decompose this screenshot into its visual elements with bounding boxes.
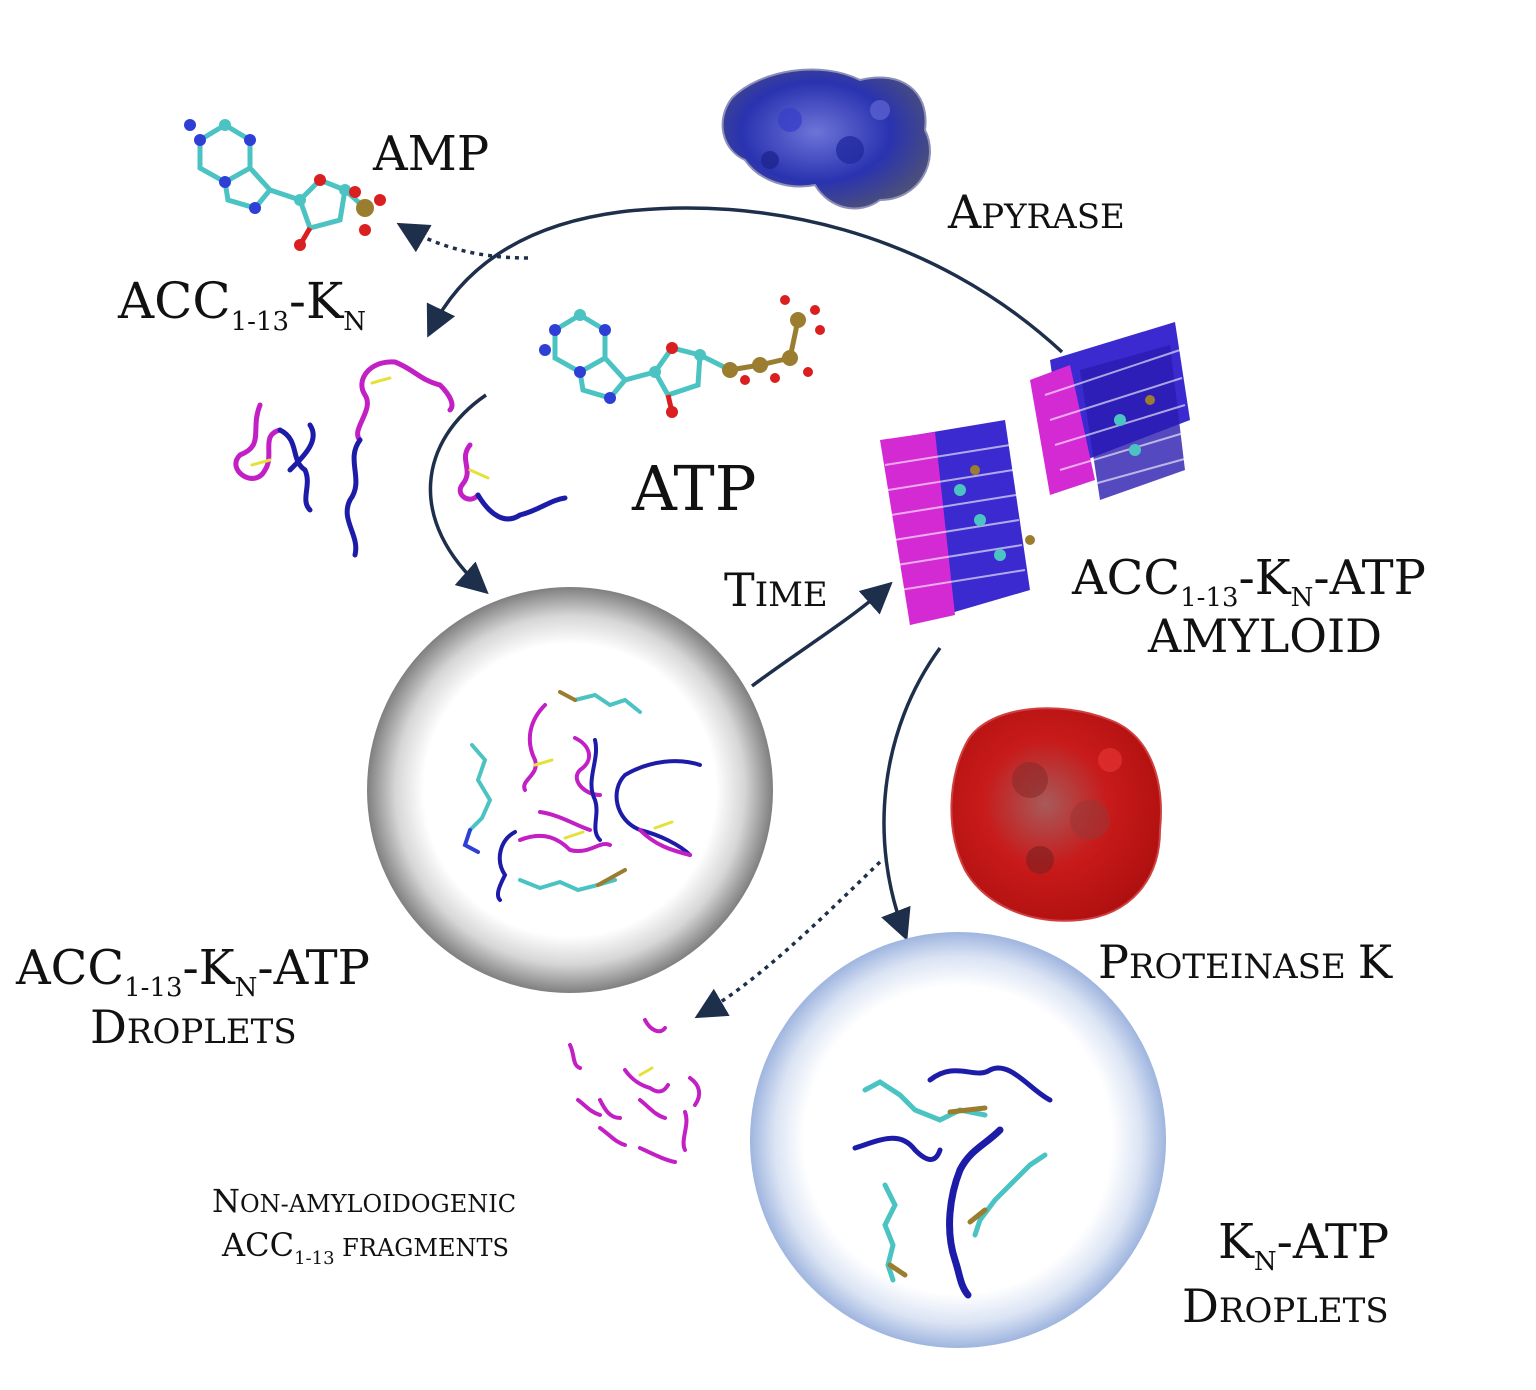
time-aging-arrow (750, 581, 893, 688)
amyloid-label-line2: AMYLOID (1147, 609, 1382, 663)
acc-droplets-label-line2: DROPLETS (90, 1000, 297, 1054)
proteinase-k-protein-surface (950, 707, 1162, 922)
amyloid-fibril-left (880, 420, 1035, 625)
kn-droplets-label-line2: DROPLETS (1182, 1279, 1389, 1333)
fragments-label-line1: NON-AMYLOIDOGENIC (212, 1182, 516, 1220)
apyrase-cycle-arrow (426, 206, 1064, 354)
amp-label: AMP (372, 126, 489, 182)
acc-kn-atp-droplet (367, 587, 773, 993)
atp-molecule (539, 295, 825, 418)
time-label: TIME (724, 563, 828, 617)
amp-release-dotted-arrow (396, 222, 529, 260)
proteinase-digestion-arrow (881, 646, 942, 941)
non-amyloidogenic-fragments (568, 1018, 702, 1164)
droplet-contents (852, 1065, 1053, 1299)
acc-kn-label: ACC1-13-KN (117, 272, 366, 337)
droplet-formation-arrow (428, 393, 489, 595)
apyrase-protein-surface (721, 68, 931, 210)
amyloid-label-line1: ACC1-13-KN-ATP (1071, 550, 1426, 613)
acc-kn-peptides (233, 359, 568, 558)
droplet-contents (462, 690, 702, 902)
kn-atp-droplet (750, 932, 1166, 1348)
amp-molecule (184, 119, 386, 251)
kn-droplets-label-line1: KN-ATP (1218, 1214, 1389, 1277)
atp-label: ATP (631, 452, 756, 525)
apyrase-label: APYRASE (947, 185, 1125, 239)
acc-droplets-label-line1: ACC1-13-KN-ATP (15, 940, 370, 1003)
fragments-label-line2: ACC1-13 FRAGMENTS (221, 1226, 509, 1269)
amyloid-fibril-right (1030, 322, 1190, 500)
fragments-dotted-arrow (694, 860, 882, 1019)
